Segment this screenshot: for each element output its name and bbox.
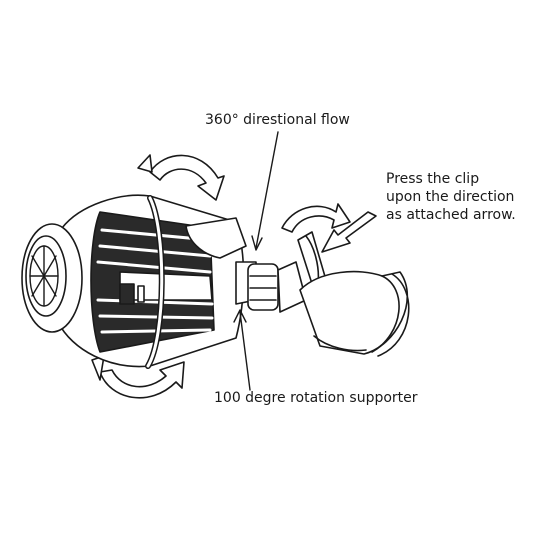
clip-instruction-line-2: upon the direction bbox=[386, 189, 515, 205]
clip-instruction-line-1: Press the clip bbox=[386, 171, 480, 187]
rotation-supporter-label: 100 degre rotation supporter bbox=[214, 390, 418, 406]
pump-body bbox=[21, 194, 247, 369]
clip-direction-arrow-icon bbox=[281, 203, 351, 233]
rotation-joint bbox=[235, 261, 307, 313]
flow-label: 360° direstional flow bbox=[205, 112, 350, 128]
bottom-rotation-arrow-icon bbox=[91, 355, 185, 399]
clip-instruction-line-3: as attached arrow. bbox=[386, 207, 516, 223]
top-rotation-arrow-icon bbox=[137, 154, 225, 201]
leader-lines bbox=[233, 131, 279, 391]
suction-cup-mount bbox=[299, 270, 410, 357]
press-arrow-icon bbox=[321, 211, 377, 253]
flow-leader-line bbox=[255, 131, 279, 249]
clip-instruction-label: Press the clip upon the direction as att… bbox=[386, 170, 516, 224]
support-leader-line bbox=[239, 311, 251, 391]
intake-grille bbox=[29, 245, 59, 307]
